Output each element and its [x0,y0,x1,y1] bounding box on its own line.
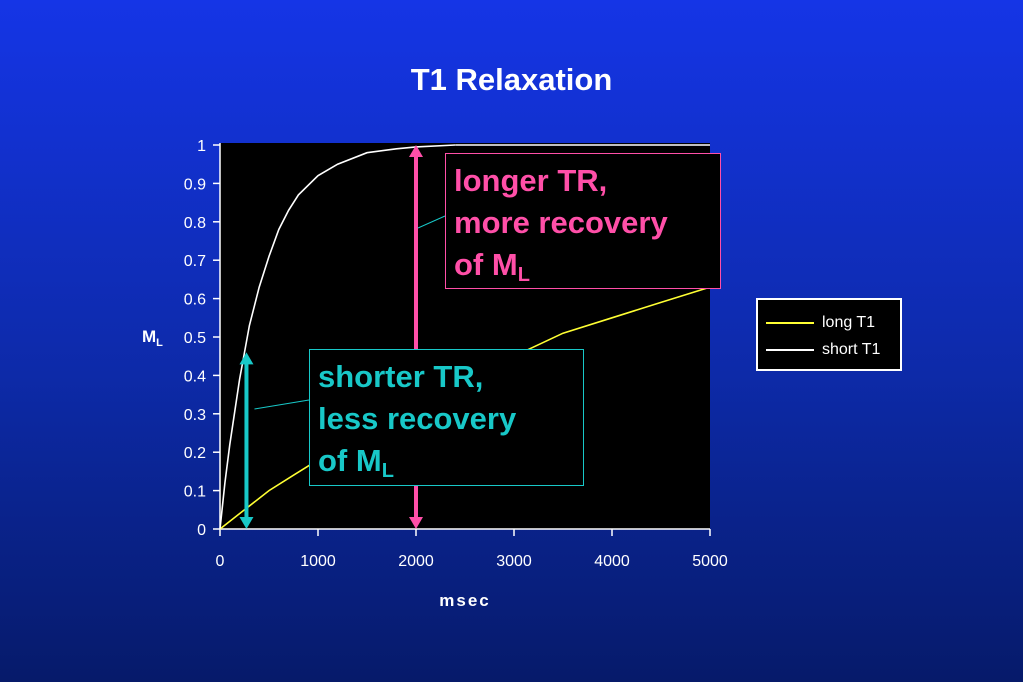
leader-line-shorter-tr [254,399,310,410]
y-tick-label: 0.1 [184,484,206,501]
x-tick-label: 0 [216,553,225,570]
callout-line: less recovery [318,398,575,440]
callout-shorter-tr: shorter TR, less recovery of ML [309,349,584,486]
legend-label: long T1 [822,313,876,331]
y-axis: 0 0.1 0.2 0.3 0.4 0.5 0.6 0.7 0.8 0.9 1 [184,138,221,539]
y-tick-label: 0.6 [184,292,206,309]
y-axis-label-sub: L [156,337,163,349]
callout-text: longer TR, [454,163,608,198]
callout-text: less recovery [318,401,517,436]
y-tick-label: 0.4 [184,368,206,385]
page-title: T1 Relaxation [410,62,613,97]
legend-item: short T1 [766,336,900,363]
callout-line: of ML [454,244,712,286]
arrow-head-down-longer-tr [409,517,423,529]
series-line-short-t1 [219,144,456,530]
callout-line: of ML [318,440,575,482]
y-tick-label: 0.8 [184,215,206,232]
x-tick-label: 1000 [300,553,336,570]
callout-text: of M [318,443,382,478]
y-axis-label: ML [142,327,163,349]
y-tick-label: 0.2 [184,445,206,462]
x-axis-label: msec [439,591,490,610]
callout-longer-tr: longer TR, more recovery of ML [445,153,721,289]
y-tick-label: 0.9 [184,176,206,193]
arrow-head-down-shorter-tr [239,517,254,529]
x-tick-label: 4000 [594,553,630,570]
legend-label: short T1 [822,340,881,358]
arrow-head-up-shorter-tr [239,352,254,365]
y-axis-label-main: M [142,327,156,346]
callout-text: more recovery [454,205,668,240]
y-tick-label: 0 [197,522,206,539]
callout-subscript: L [381,460,394,482]
legend: long T1 short T1 [756,298,902,371]
x-axis: 0 1000 2000 3000 4000 5000 [216,528,728,570]
x-tick-label: 5000 [692,553,728,570]
callout-line: more recovery [454,202,712,244]
legend-swatch [766,321,814,324]
callout-line: shorter TR, [318,356,575,398]
y-tick-label: 1 [197,138,206,155]
callout-line: longer TR, [454,160,712,202]
leader-line-longer-tr [417,215,446,229]
callout-subscript: L [517,264,530,286]
x-tick-label: 2000 [398,553,434,570]
y-tick-label: 0.5 [184,330,206,347]
x-tick-label: 3000 [496,553,532,570]
y-tick-label: 0.7 [184,253,206,270]
legend-item: long T1 [766,309,900,336]
legend-swatch [766,348,814,351]
callout-text: of M [454,247,518,282]
y-tick-label: 0.3 [184,407,206,424]
callout-text: shorter TR, [318,359,484,394]
arrow-head-up-longer-tr [409,145,423,157]
